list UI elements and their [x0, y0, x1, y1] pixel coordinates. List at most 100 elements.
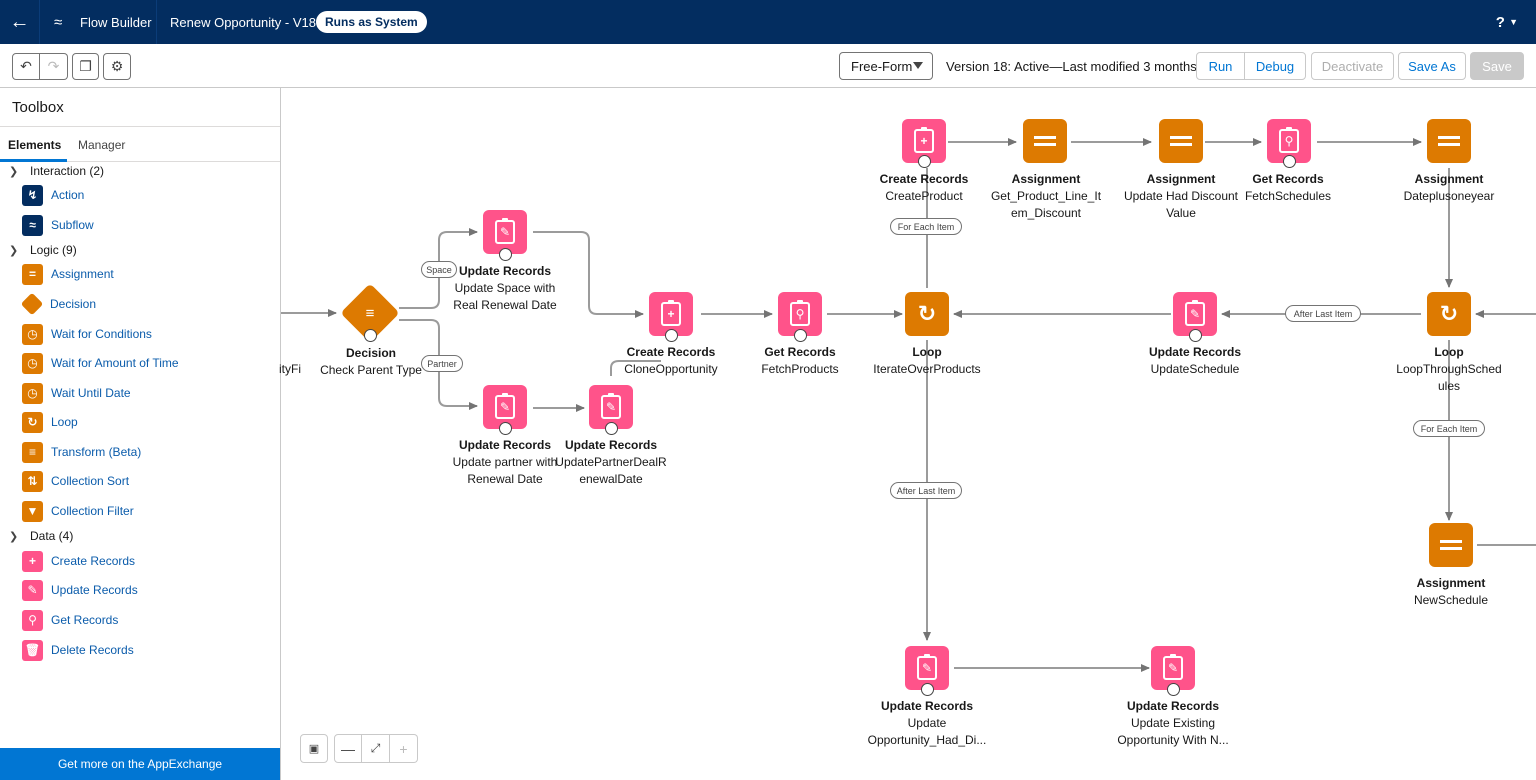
appexchange-link[interactable]: Get more on the AppExchange	[0, 748, 280, 780]
flow-canvas[interactable]: Space Partner For Each Item After Last I…	[279, 88, 1536, 780]
section-interaction[interactable]: ❯Interaction (2)	[9, 164, 104, 178]
element-label: Update Records	[51, 583, 138, 597]
save-button[interactable]: Save	[1470, 52, 1524, 80]
clock-icon: ◷	[22, 352, 43, 374]
element-action[interactable]: ↯Action	[22, 184, 84, 206]
node-type-label: Update Records	[1126, 699, 1220, 713]
connector-port[interactable]	[1167, 683, 1180, 696]
clipboard-icon: +	[914, 127, 934, 153]
node-name: FetchSchedules	[1244, 189, 1332, 203]
back-button[interactable]: ←	[0, 0, 40, 44]
node-name: CreateProduct	[885, 189, 963, 203]
section-label: Interaction (2)	[30, 164, 105, 178]
node-name: Dateplusoneyear	[1403, 189, 1495, 203]
tab-elements[interactable]: Elements	[8, 138, 62, 152]
node-name: ityFi	[279, 362, 301, 376]
element-create-records[interactable]: +Create Records	[22, 550, 135, 572]
node-type-label: Loop	[1434, 345, 1464, 359]
element-update-records[interactable]: ✎ Update Records	[22, 579, 138, 601]
connector-port[interactable]	[364, 329, 377, 342]
node-type-label: Assignment	[1416, 576, 1486, 590]
connector-port[interactable]	[499, 248, 512, 261]
redo-button[interactable]: ↷	[40, 53, 68, 80]
element-wait-time[interactable]: ◷ Wait for Amount of Time	[22, 352, 179, 374]
fit-to-view-button[interactable]: ⤢	[362, 734, 390, 763]
connector-label-after-last[interactable]: After Last Item	[890, 482, 962, 499]
connector-label-partner[interactable]: Partner	[421, 355, 463, 372]
copy-button[interactable]: ❐	[72, 53, 99, 80]
update-records-icon: ✎	[483, 210, 527, 254]
element-wait-conditions[interactable]: ◷Wait for Conditions	[22, 323, 152, 345]
element-loop[interactable]: ↻Loop	[22, 411, 78, 433]
element-collection-sort[interactable]: ⇅Collection Sort	[22, 470, 129, 492]
connector-label-for-each[interactable]: For Each Item	[1413, 420, 1485, 437]
node-name: LoopThroughSchedules	[1396, 362, 1502, 393]
settings-button[interactable]: ⚙	[103, 53, 131, 80]
connector-port[interactable]	[1189, 329, 1202, 342]
loop-glyph-icon: ↻	[1439, 301, 1459, 326]
element-transform[interactable]: ≡Transform (Beta)	[22, 441, 141, 463]
element-get-records[interactable]: ⚲Get Records	[22, 609, 118, 631]
element-delete-records[interactable]: 🗑Delete Records	[22, 639, 134, 661]
tab-manager[interactable]: Manager	[78, 138, 126, 152]
create-records-icon: +	[649, 292, 693, 336]
section-data[interactable]: ❯ Data (4)	[9, 529, 73, 543]
loop-icon: ↻	[1427, 292, 1471, 336]
section-label: Data (4)	[30, 529, 74, 543]
select-mode-button[interactable]: ▣	[300, 734, 328, 763]
connector-port[interactable]	[918, 155, 931, 168]
element-collection-filter[interactable]: ▼Collection Filter	[22, 500, 134, 522]
undo-button[interactable]: ↶	[12, 53, 40, 80]
element-assignment[interactable]: =Assignment	[22, 263, 114, 285]
debug-button[interactable]: Debug	[1244, 52, 1306, 80]
element-decision[interactable]: Decision	[20, 292, 96, 316]
connector-label-space[interactable]: Space	[421, 261, 457, 278]
element-label: Wait for Amount of Time	[51, 356, 179, 370]
update-records-icon: ✎	[22, 579, 43, 601]
node-name: NewSchedule	[1413, 593, 1489, 607]
element-wait-date[interactable]: ◷Wait Until Date	[22, 382, 131, 404]
run-button[interactable]: Run	[1196, 52, 1245, 80]
node-type-label: Get Records	[1252, 172, 1324, 186]
connector-port[interactable]	[921, 683, 934, 696]
layout-select[interactable]: Free-Form	[839, 52, 933, 80]
fit-icon: ⤢	[370, 741, 381, 755]
clipboard-icon: ✎	[917, 654, 937, 680]
node-type-label: Assignment	[1414, 172, 1484, 186]
create-records-icon: +	[22, 550, 43, 572]
connector-port[interactable]	[665, 329, 678, 342]
update-records-icon: ✎	[1173, 292, 1217, 336]
deactivate-button[interactable]: Deactivate	[1311, 52, 1394, 80]
node-name: Check Parent Type	[320, 363, 422, 377]
connector-label-after-last[interactable]: After Last Item	[1285, 305, 1361, 322]
node-type-label: Assignment	[1011, 172, 1081, 186]
equals-icon	[1438, 136, 1460, 146]
connector-port[interactable]	[794, 329, 807, 342]
save-as-button[interactable]: Save As	[1398, 52, 1466, 80]
zoom-out-button[interactable]: —	[334, 734, 362, 763]
chevron-down-icon: ❯	[9, 530, 19, 543]
clipboard-icon: +	[661, 300, 681, 326]
runs-as-badge: Runs as System	[316, 11, 427, 33]
element-label: Get Records	[51, 613, 119, 627]
connector-port[interactable]	[1283, 155, 1296, 168]
delete-records-icon: 🗑	[22, 639, 43, 661]
element-subflow[interactable]: ≈Subflow	[22, 214, 94, 236]
section-logic[interactable]: ❯Logic (9)	[9, 243, 77, 257]
connector	[610, 360, 661, 376]
connector-port[interactable]	[605, 422, 618, 435]
node-type-label: Loop	[912, 345, 942, 359]
node-type-label: Create Records	[626, 345, 716, 359]
help-menu-button[interactable]: ? ▼	[1496, 0, 1518, 44]
zoom-in-button[interactable]: +	[390, 734, 418, 763]
connector-label-for-each[interactable]: For Each Item	[890, 218, 962, 235]
element-label: Transform (Beta)	[51, 445, 142, 459]
connector-port[interactable]	[499, 422, 512, 435]
